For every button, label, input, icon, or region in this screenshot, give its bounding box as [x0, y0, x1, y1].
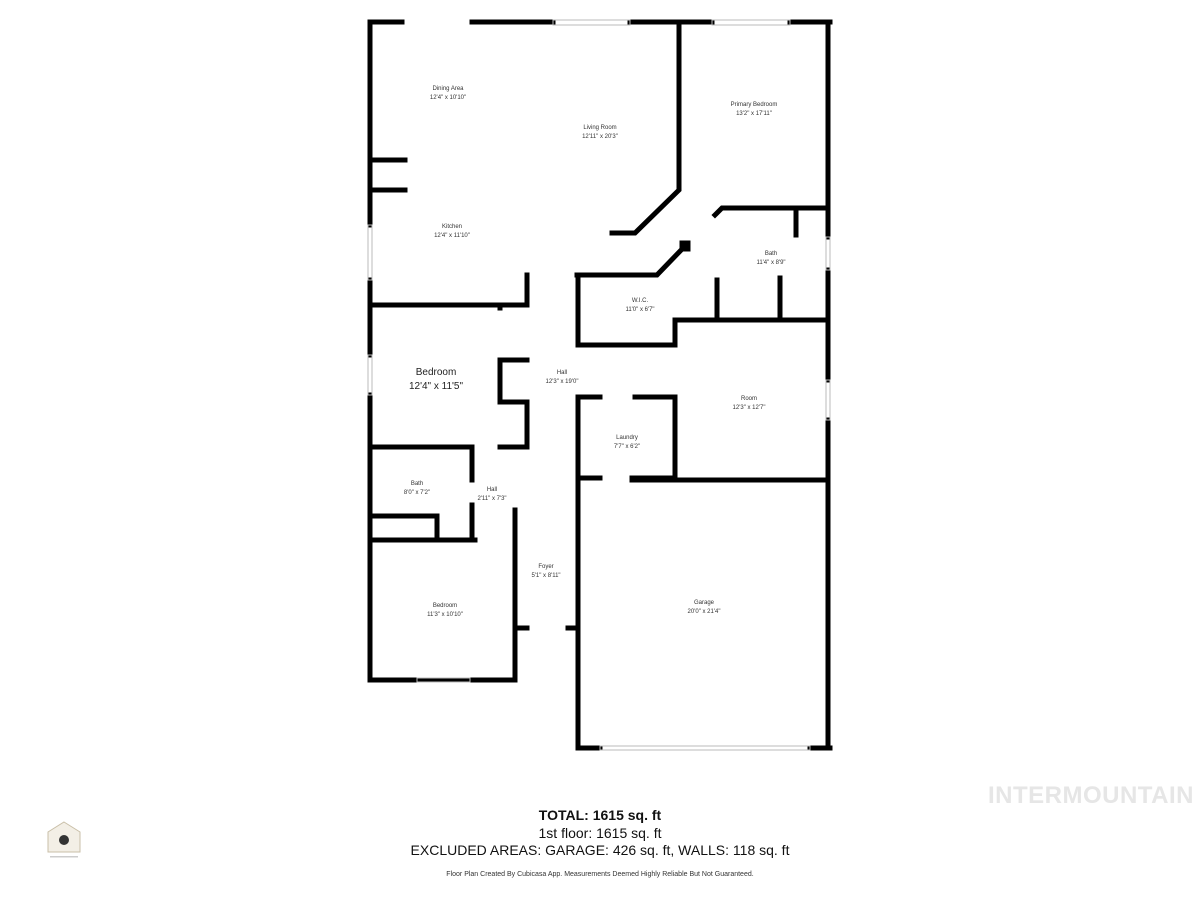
- room-bath: Bath 8'0" x 7'2": [404, 480, 430, 498]
- windows: [367, 19, 831, 751]
- room-primary-bath: Bath 11'4" x 8'9": [756, 250, 785, 268]
- room-name: Laundry: [616, 435, 638, 441]
- room-name: Garage: [693, 600, 714, 606]
- room-living-room: Living Room 12'11" x 20'3": [582, 124, 618, 142]
- room-name: Foyer: [538, 564, 554, 570]
- disclaimer: Floor Plan Created By Cubicasa App. Meas…: [446, 871, 754, 878]
- room-size: 2'11" x 7'3": [477, 496, 507, 502]
- first-floor-area: 1st floor: 1615 sq. ft: [538, 825, 662, 841]
- room-name: Bath: [410, 481, 424, 487]
- room-name: Hall: [486, 487, 498, 493]
- room-size: 7'7" x 6'2": [613, 444, 641, 450]
- room-wic: W.I.C. 11'0" x 6'7": [625, 297, 654, 315]
- room-size: 12'4" x 11'10": [434, 233, 470, 239]
- room-bedroom-1: Bedroom 12'4" x 11'5": [409, 366, 463, 394]
- room-size: 13'2" x 17'11": [736, 111, 772, 117]
- room-primary-bedroom: Primary Bedroom 13'2" x 17'11": [731, 101, 778, 119]
- room-name: Kitchen: [441, 224, 462, 230]
- room-size: 12'3" x 19'0": [545, 379, 579, 385]
- room-hall: Hall 12'3" x 19'0": [546, 369, 579, 387]
- room-size: 12'4" x 11'5": [408, 381, 464, 392]
- watermark: INTERMOUNTAIN: [987, 782, 1194, 809]
- room-dining-area: Dining Area 12'4" x 10'10": [430, 85, 466, 103]
- room-size: 20'0" x 21'4": [687, 609, 721, 615]
- room-size: 11'3" x 10'10": [427, 612, 463, 618]
- room-name: Bedroom: [415, 367, 457, 378]
- room-size: 11'4" x 8'9": [756, 260, 786, 266]
- room-name: Bedroom: [432, 603, 458, 609]
- room-garage: Garage 20'0" x 21'4": [688, 599, 721, 617]
- room-hall-small: Hall 2'11" x 7'3": [477, 486, 506, 504]
- room-room: Room 12'3" x 12'7": [733, 395, 766, 413]
- room-size: 12'11" x 20'3": [582, 134, 618, 140]
- room-size: 12'4" x 10'10": [429, 95, 467, 101]
- room-name: W.I.C.: [631, 298, 649, 304]
- room-name: Room: [740, 396, 757, 402]
- walls: [367, 19, 833, 751]
- room-size: 12'3" x 12'7": [732, 405, 766, 411]
- logo: [47, 821, 81, 858]
- room-name: Living Room: [583, 125, 617, 131]
- room-kitchen: Kitchen 12'4" x 11'10": [434, 223, 470, 241]
- room-name: Bath: [764, 251, 778, 257]
- total-area: TOTAL: 1615 sq. ft: [538, 807, 662, 823]
- room-name: Hall: [556, 370, 568, 376]
- room-foyer: Foyer 5'1" x 8'11": [531, 563, 560, 581]
- room-name: Dining Area: [432, 86, 464, 92]
- room-size: 5'1" x 8'11": [531, 573, 561, 579]
- excluded-areas: EXCLUDED AREAS: GARAGE: 426 sq. ft, WALL…: [410, 842, 790, 858]
- room-bedroom-2: Bedroom 11'3" x 10'10": [427, 602, 463, 620]
- room-laundry: Laundry 7'7" x 6'2": [614, 434, 640, 452]
- room-size: 8'0" x 7'2": [403, 490, 431, 496]
- room-size: 11'0" x 6'7": [625, 307, 655, 313]
- room-name: Primary Bedroom: [730, 102, 778, 108]
